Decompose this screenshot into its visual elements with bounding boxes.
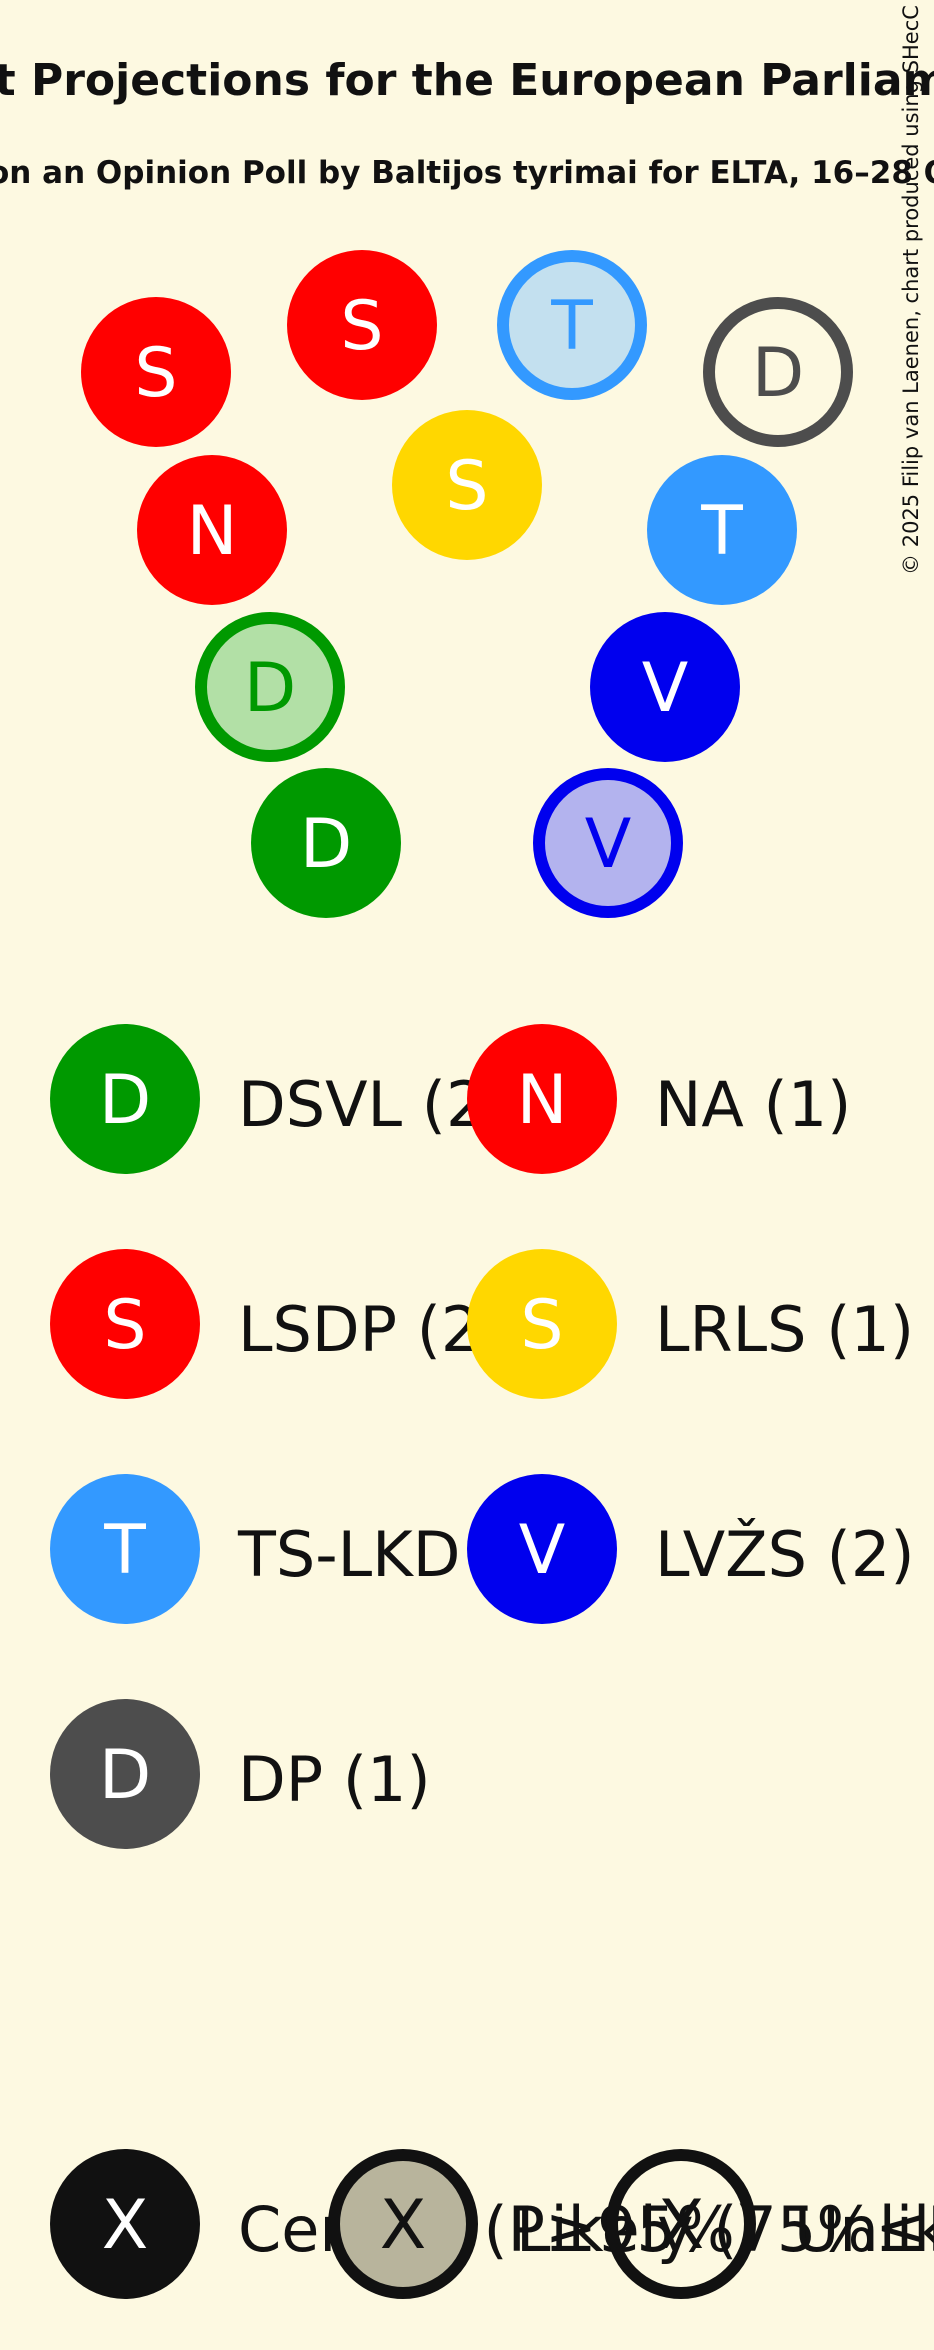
seat-3: T: [497, 250, 647, 400]
seat-11: V: [533, 768, 683, 918]
seat-10-letter: D: [300, 805, 352, 884]
seat-6-circle: [392, 410, 542, 560]
seat-4-letter: D: [752, 334, 804, 413]
seat-5: N: [137, 455, 287, 605]
legend-label: LVŽS (2): [655, 1518, 915, 1591]
seat-7: T: [647, 455, 797, 605]
legend-item: V LVŽS (2): [467, 1474, 915, 1624]
legend-item: N NA (1): [467, 1024, 851, 1174]
seat-8-letter: D: [244, 649, 296, 728]
status-letter: X: [658, 2186, 705, 2265]
status-swatch: [328, 2149, 478, 2299]
legend-swatch: [467, 1249, 617, 1399]
legend-label: DSVL (2): [238, 1068, 510, 1141]
seat-11-letter: V: [585, 805, 632, 884]
copyright-note: © 2025 Filip van Laenen, chart produced …: [899, 5, 923, 575]
seat-8-circle: [195, 612, 345, 762]
seat-2: S: [287, 250, 437, 400]
legend-swatch: [467, 1024, 617, 1174]
seat-10: D: [251, 768, 401, 918]
status-label: Likely (75%≤P<95%): [516, 2193, 934, 2266]
status-letter: X: [380, 2186, 427, 2265]
status-label: Unlikely (50%≤P<75%): [794, 2193, 934, 2266]
legend-item: S LSDP (2): [50, 1249, 505, 1399]
legend-swatch: [50, 1699, 200, 1849]
legend-label: LRLS (1): [655, 1293, 914, 1366]
status-swatch: [50, 2149, 200, 2299]
legend-label: LSDP (2): [238, 1293, 505, 1366]
seat-2-circle: [287, 250, 437, 400]
status-letter: X: [102, 2186, 149, 2265]
legend-swatch: [50, 1249, 200, 1399]
seat-10-circle: [251, 768, 401, 918]
seat-9-circle: [590, 612, 740, 762]
seat-1-circle: [81, 297, 231, 447]
status-label: Certain (P≥95%): [238, 2193, 759, 2266]
seat-7-circle: [647, 455, 797, 605]
seat-1: S: [81, 297, 231, 447]
seat-11-circle: [533, 768, 683, 918]
legend-letter: N: [517, 1061, 568, 1140]
legend-item: D DP (1): [50, 1699, 431, 1849]
seat-9-letter: V: [642, 649, 689, 728]
seat-7-letter: T: [700, 492, 743, 571]
seat-6-letter: S: [445, 447, 488, 526]
legend-label: DP (1): [238, 1743, 431, 1816]
legend-label: NA (1): [655, 1068, 851, 1141]
seat-4: D: [703, 297, 853, 447]
seat-9: V: [590, 612, 740, 762]
legend-letter: D: [99, 1736, 151, 1815]
legend-item: D DSVL (2): [50, 1024, 510, 1174]
seat-5-letter: N: [187, 492, 238, 571]
seat-3-letter: T: [550, 287, 593, 366]
legend-item: S LRLS (1): [467, 1249, 914, 1399]
legend-letter: T: [103, 1511, 146, 1590]
legend-swatch: [467, 1474, 617, 1624]
seat-2-letter: S: [340, 287, 383, 366]
legend-letter: S: [103, 1286, 146, 1365]
seat-4-circle: [703, 297, 853, 447]
legend-swatch: [50, 1474, 200, 1624]
legend-letter: S: [520, 1286, 563, 1365]
seat-1-letter: S: [134, 334, 177, 413]
chart-title: Seat Projections for the European Parlia…: [0, 55, 934, 106]
seat-5-circle: [137, 455, 287, 605]
legend-letter: D: [99, 1061, 151, 1140]
seat-8: D: [195, 612, 345, 762]
status-legend-item: X Unlikely (50%≤P<75%): [606, 2149, 934, 2299]
seat-6: S: [392, 410, 542, 560]
seat-3-circle: [497, 250, 647, 400]
legend-letter: V: [519, 1511, 566, 1590]
chart-subtitle: Based on an Opinion Poll by Baltijos tyr…: [0, 155, 934, 191]
legend-swatch: [50, 1024, 200, 1174]
status-swatch: [606, 2149, 756, 2299]
